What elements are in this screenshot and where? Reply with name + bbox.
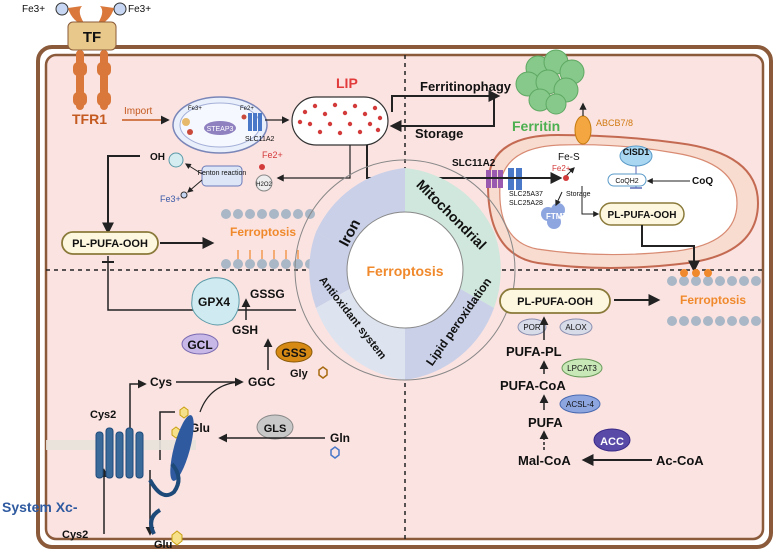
slc25a28-label: SLC25A28	[509, 200, 543, 207]
coqh2-label: CoQH2	[615, 178, 638, 185]
fe2-fenton-label: Fe2+	[262, 150, 283, 160]
fe3-endosome-label: Fe3+	[188, 106, 202, 112]
gss-label: GSS	[281, 346, 306, 360]
slc11a2-endosome-label: SLC11A2	[245, 136, 275, 143]
ferritinophagy-label: Ferritinophagy	[420, 79, 512, 94]
ferritin-cluster	[515, 49, 585, 115]
lip-label: LIP	[336, 75, 358, 91]
slc25a37-label: SLC25A37	[509, 191, 543, 198]
gly-label: Gly	[290, 368, 309, 380]
por-label: POR	[523, 323, 541, 332]
slc11a2-mito-label: SLC11A2	[452, 158, 496, 169]
ggc-label: GGC	[248, 375, 276, 389]
ferroptosis-right-label: Ferroptosis	[680, 293, 746, 307]
gls-label: GLS	[264, 423, 287, 435]
glu-bottom-label: Glu	[154, 539, 172, 549]
labile-iron-pool	[291, 96, 389, 146]
ring-center-label: Ferroptosis	[366, 263, 443, 279]
mal-coa-label: Mal-CoA	[518, 453, 571, 468]
gssg-label: GSSG	[250, 287, 285, 301]
fe2-mito-label: Fe2+	[552, 164, 571, 173]
cisd1-label: CISD1	[623, 147, 650, 157]
fe3-ion-right	[113, 2, 127, 16]
cys-label: Cys	[150, 375, 172, 389]
tfr1-label: TFR1	[72, 111, 107, 127]
ftmt-label: FTMT	[546, 212, 567, 221]
fenton-label: Fenton reaction	[198, 170, 247, 177]
cys2-bottom-label: Cys2	[62, 529, 88, 541]
cys2-top-label: Cys2	[90, 409, 116, 421]
storage-mito-label: Storage	[566, 191, 591, 198]
pl-pufa-ooh-right-label: PL-PUFA-OOH	[517, 296, 593, 308]
h2o2-label: H2O2	[256, 182, 272, 188]
fe3-fenton-label: Fe3+	[160, 194, 181, 204]
abcb78-label: ABCB7/8	[596, 118, 633, 128]
fes-label: Fe-S	[558, 152, 580, 163]
cell-outer-membrane	[36, 45, 773, 549]
tf-label: TF	[83, 29, 101, 46]
lipid-bilayer-right	[667, 269, 761, 326]
fe3-label-left: Fe3+	[22, 4, 45, 15]
steap3-label: STEAP3	[207, 126, 234, 133]
gcl-label: GCL	[187, 338, 212, 352]
steap3-protein	[204, 121, 236, 135]
transferrin-receptor-group: Fe3+ Fe3+ TF TFR1	[22, 2, 151, 127]
import-label: Import	[124, 106, 153, 117]
tf-box	[67, 21, 117, 51]
pufa-label: PUFA	[528, 415, 563, 430]
ferritin-label: Ferritin	[512, 118, 560, 134]
pufa-coa-label: PUFA-CoA	[500, 378, 566, 393]
gsh-label: GSH	[232, 323, 258, 337]
ac-coa-label: Ac-CoA	[656, 453, 704, 468]
alox-label: ALOX	[565, 323, 587, 332]
endosome: Fe3+ STEAP3 Fe2+ SLC11A2	[172, 96, 275, 154]
pl-pufa-ooh-left-label: PL-PUFA-OOH	[72, 238, 148, 250]
coq-label: CoQ	[692, 176, 713, 187]
ferroptosis-ring	[294, 159, 516, 381]
system-xc-transporter	[46, 415, 196, 535]
fe3-ion-left	[55, 2, 69, 16]
acsl4-label: ACSL-4	[566, 400, 595, 409]
gpx4-label: GPX4	[198, 295, 230, 309]
lpcat3-label: LPCAT3	[567, 364, 597, 373]
ferroptosis-top-label: Ferroptosis	[230, 225, 296, 239]
acc-label: ACC	[600, 436, 624, 448]
pufa-pl-label: PUFA-PL	[506, 344, 562, 359]
pl-pufa-ooh-mito-label: PL-PUFA-OOH	[608, 210, 677, 221]
gln-label: Gln	[330, 431, 350, 445]
storage-label: Storage	[415, 126, 463, 141]
fe2-endosome-label: Fe2+	[240, 106, 254, 112]
glu-label: Glu	[190, 421, 210, 435]
system-xc-label: System Xc-	[2, 499, 78, 515]
fe3-label-right: Fe3+	[128, 4, 151, 15]
oh-label: OH	[150, 152, 165, 163]
ftmt-cluster	[541, 203, 565, 229]
